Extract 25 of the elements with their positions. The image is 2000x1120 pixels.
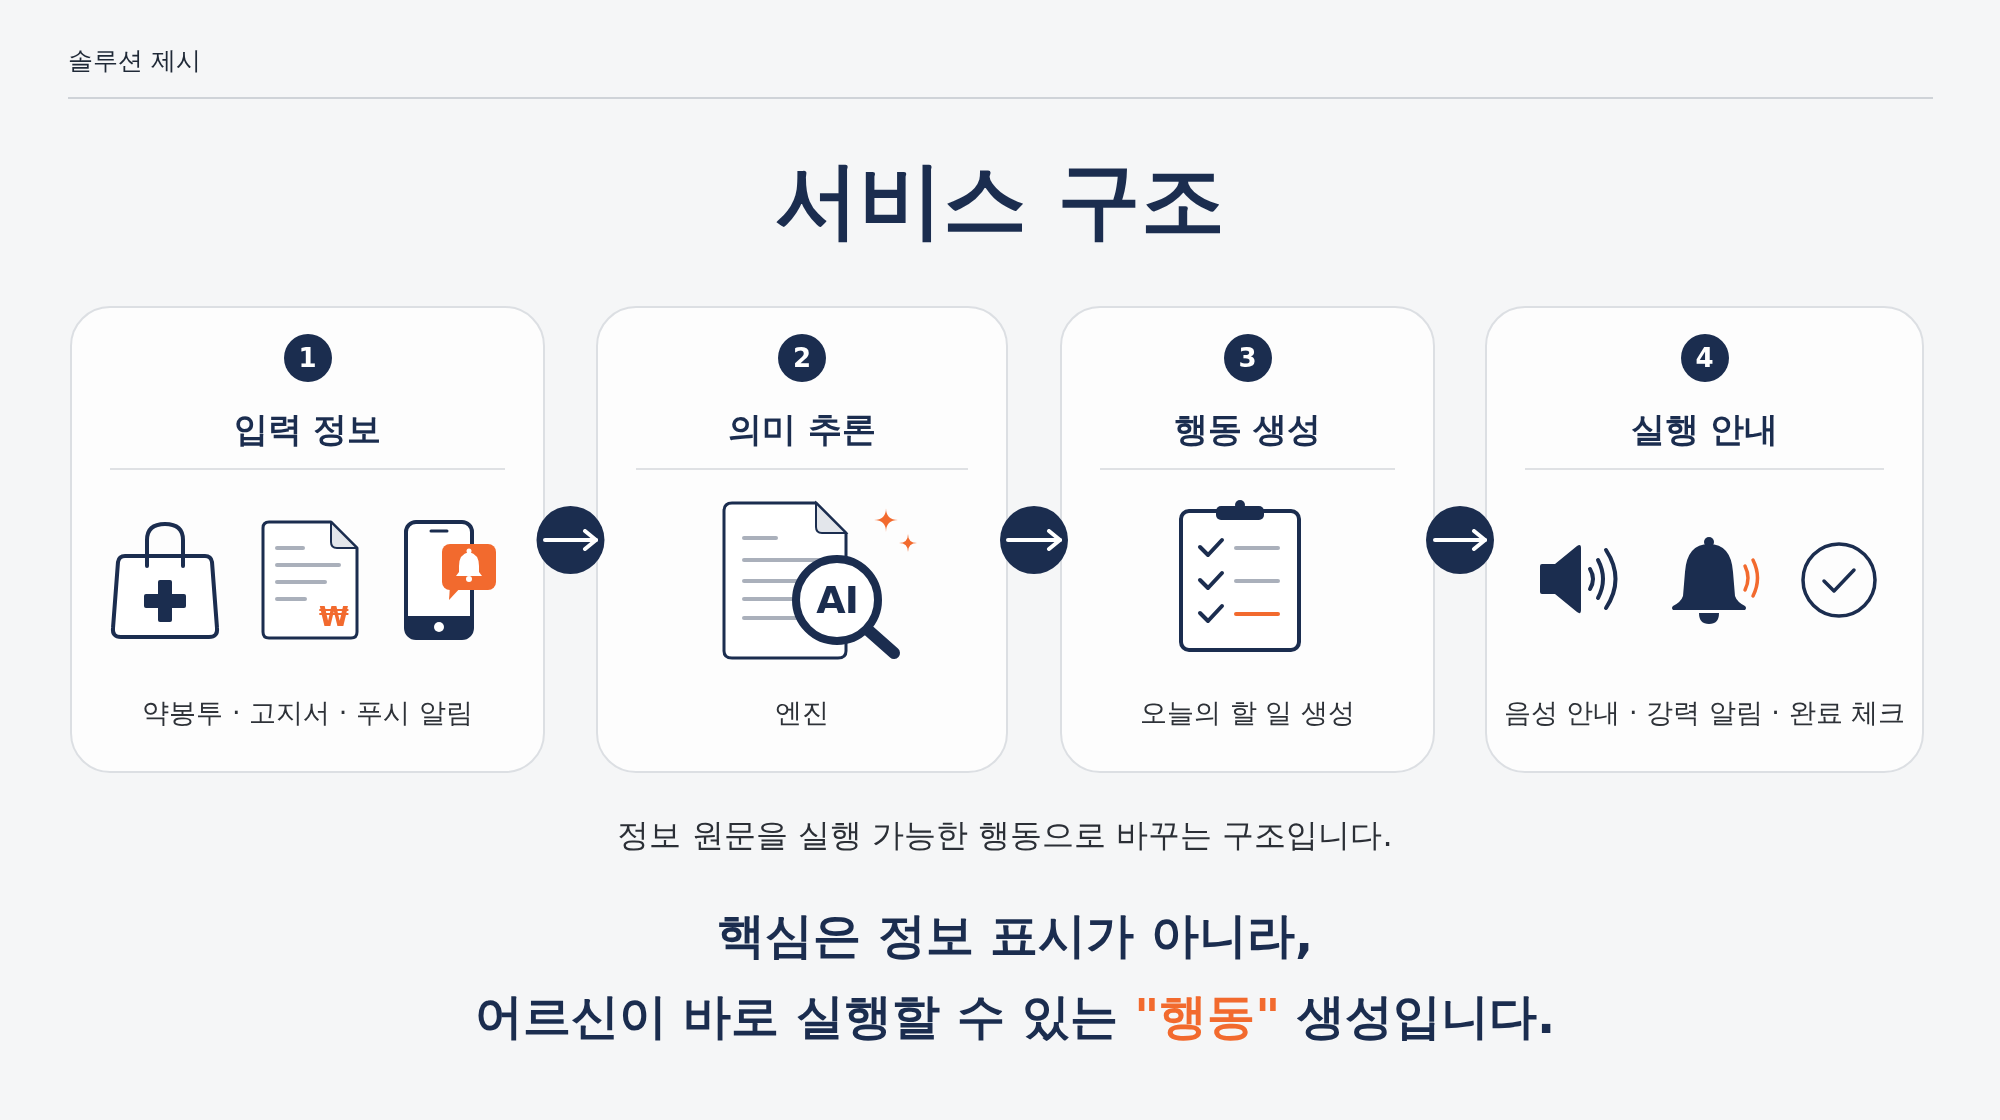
key-message: 핵심은 정보 표시가 아니라, 어르신이 바로 실행할 수 있는 "행동" 생성입니다.: [474, 906, 1556, 1046]
number-badge: 2: [778, 334, 826, 382]
summary-text: 정보 원문을 실행 가능한 행동으로 바꾸는 구조입니다.: [617, 815, 1393, 855]
step-heading: 실행 안내: [1630, 408, 1779, 451]
step-card: [70, 306, 545, 773]
arrow: [543, 529, 598, 551]
step-caption: 엔진: [775, 696, 829, 730]
step-caption: 음성 안내 · 강력 알림 · 완료 체크: [1503, 696, 1906, 730]
title: 서비스 구조: [775, 150, 1225, 251]
step-card: [596, 306, 1008, 773]
arrow: [1006, 529, 1062, 551]
step-caption: 오늘의 할 일 생성: [1140, 696, 1355, 730]
currency-sign: ₩: [319, 602, 349, 632]
step-card: [1485, 306, 1924, 773]
section-label: 솔루션 제시: [68, 45, 201, 77]
step-caption: 약봉투 · 고지서 · 푸시 알림: [142, 696, 473, 730]
number-badge: 3: [1223, 334, 1272, 382]
step-heading: 입력 정보: [233, 408, 382, 451]
step-card: [1060, 306, 1435, 773]
number-badge: 1: [283, 334, 332, 382]
step-heading: 행동 생성: [1173, 408, 1322, 451]
step-heading: 의미 추론: [728, 408, 876, 451]
arrow: [1433, 529, 1487, 551]
ai-text: AI: [816, 578, 858, 622]
number-badge: 4: [1680, 334, 1729, 382]
